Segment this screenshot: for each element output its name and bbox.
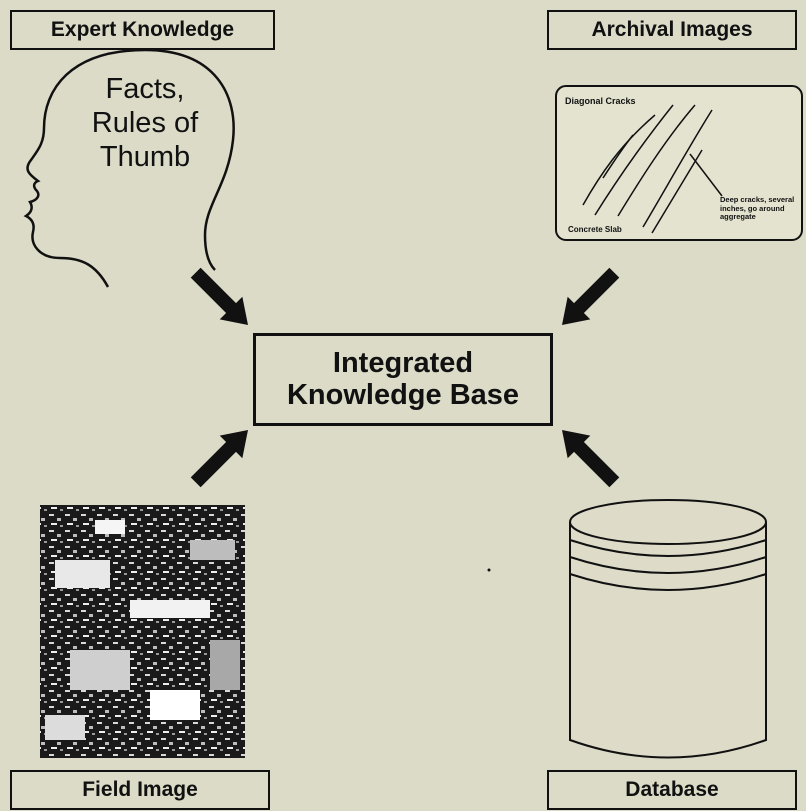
- sketch-title: Diagonal Cracks: [565, 96, 636, 106]
- arrow-icon: [562, 430, 620, 488]
- field-photo-icon: [40, 505, 245, 758]
- kb-title-line: Knowledge Base: [286, 378, 520, 411]
- database-label: Database: [547, 770, 797, 810]
- head-caption: Facts, Rules of Thumb: [70, 72, 220, 175]
- arrow-icon: [190, 430, 248, 488]
- kb-title-line: Integrated: [332, 346, 474, 379]
- integrated-knowledge-base-box: Integrated Knowledge Base: [253, 333, 553, 426]
- crack-sketch-icon: [555, 85, 803, 241]
- arrow-icon: [190, 267, 248, 325]
- expert-knowledge-label: Expert Knowledge: [10, 10, 275, 50]
- head-caption-line: Rules of: [91, 107, 199, 140]
- head-caption-line: Facts,: [105, 73, 185, 105]
- head-caption-line: Thumb: [99, 141, 191, 174]
- field-image-label: Field Image: [10, 770, 270, 810]
- database-cylinder-icon: [569, 499, 767, 759]
- human-head-profile-icon: [23, 48, 235, 288]
- sketch-note: Deep cracks, several inches, go around a…: [720, 195, 795, 222]
- sketch-footer: Concrete Slab: [568, 225, 622, 234]
- archival-images-label: Archival Images: [547, 10, 797, 50]
- arrow-icon: [562, 267, 620, 325]
